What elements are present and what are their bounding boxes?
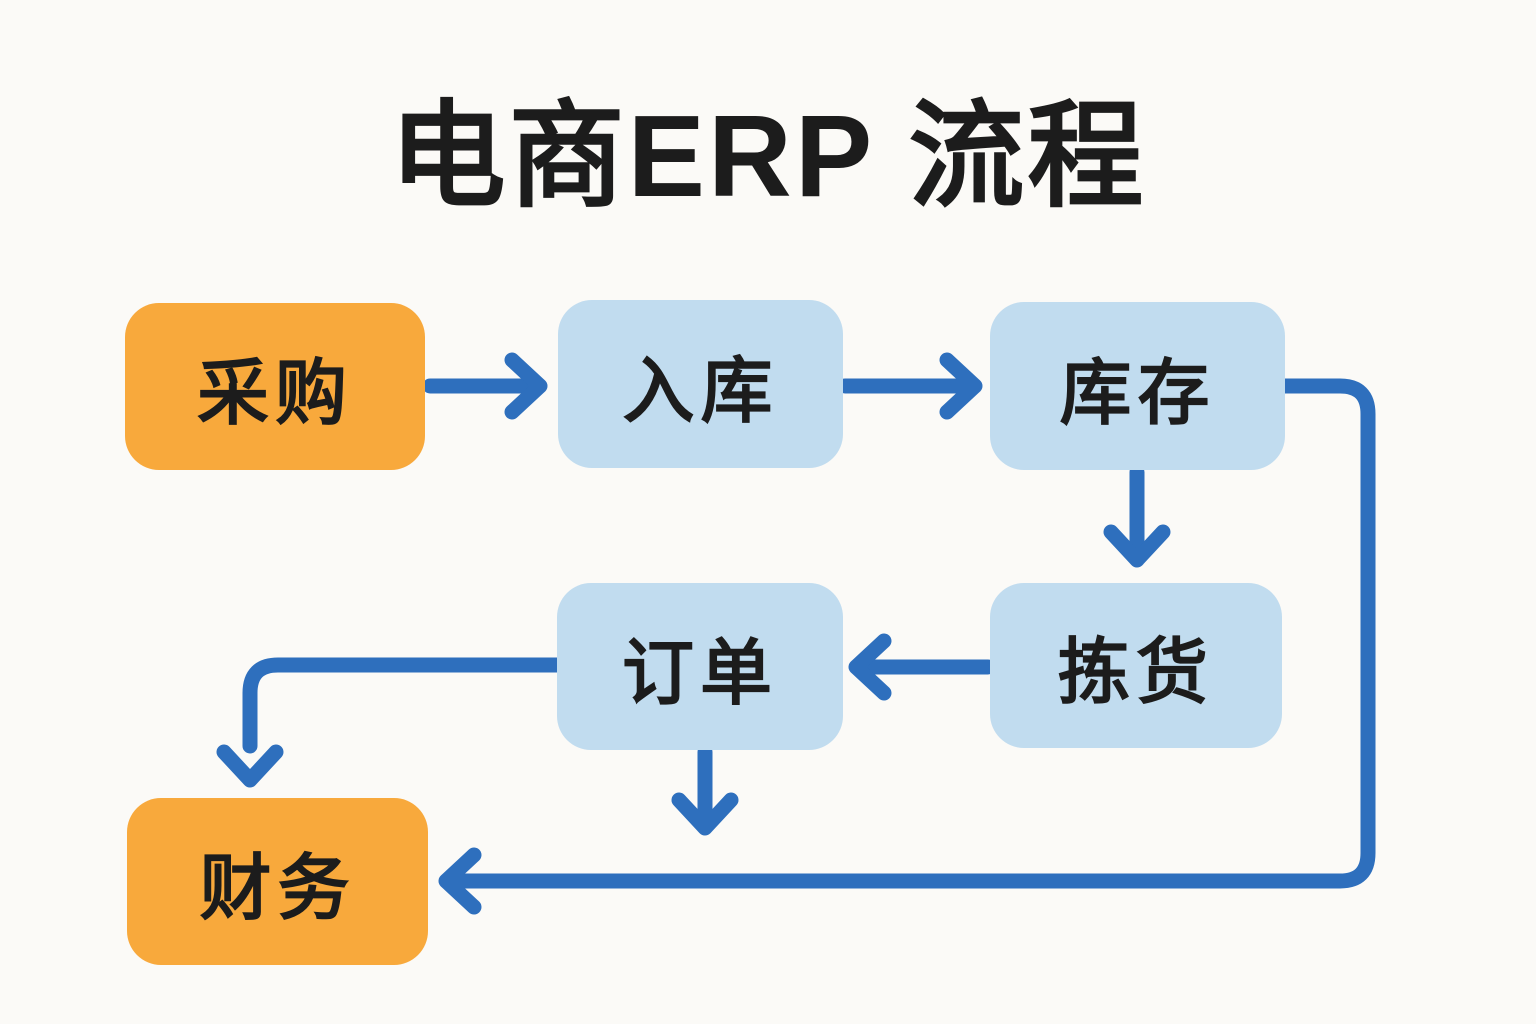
diagram-title: 电商ERP 流程 (389, 91, 1147, 221)
node-order: 订单 (557, 583, 843, 750)
node-finance: 财务 (127, 798, 428, 965)
node-procurement-label: 采购 (196, 354, 353, 434)
node-picking: 拣货 (990, 583, 1282, 748)
arrow-inbound-to-inventory (837, 352, 983, 420)
node-inventory-label: 库存 (1059, 353, 1216, 434)
node-inventory: 库存 (990, 302, 1285, 470)
node-inbound: 入库 (558, 300, 843, 468)
node-order-label: 订单 (621, 634, 778, 714)
node-finance-label: 财务 (199, 849, 356, 929)
arrow-procurement-to-inbound (422, 352, 548, 420)
node-procurement: 采购 (125, 303, 425, 470)
arrow-picking-to-order (848, 633, 996, 701)
arrow-inventory-to-picking (1103, 464, 1171, 568)
node-inbound-label: 入库 (622, 351, 779, 432)
arrow-order-to-finance-left (216, 657, 565, 788)
arrow-inventory-to-finance-loop (438, 378, 1376, 915)
arrow-order-down (671, 744, 739, 836)
node-picking-label: 拣货 (1057, 633, 1214, 713)
